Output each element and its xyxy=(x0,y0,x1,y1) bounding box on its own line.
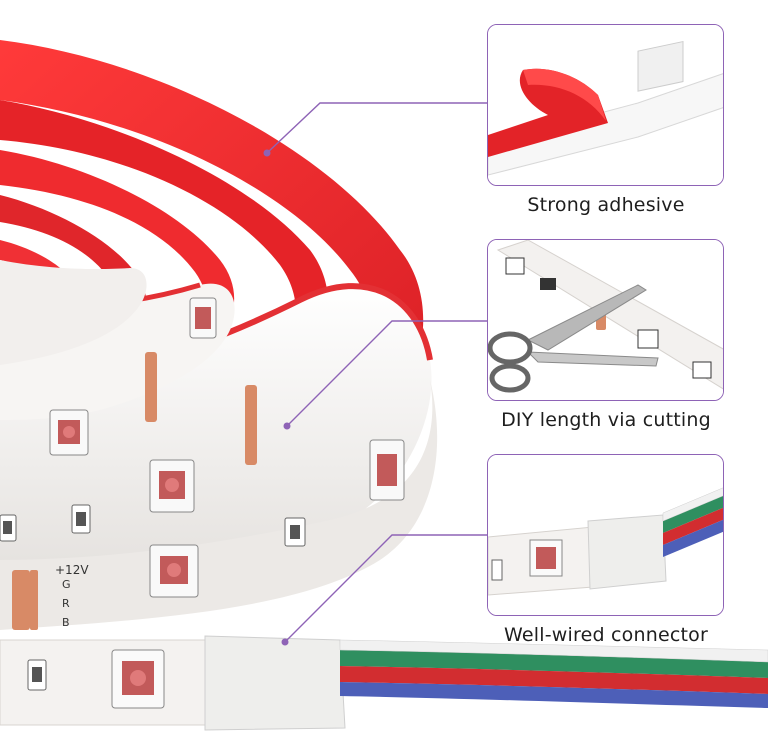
caption-strong-adhesive: Strong adhesive xyxy=(527,194,685,216)
strip-coil-led-side xyxy=(0,260,438,630)
callout-anchor-dots xyxy=(263,149,291,646)
caption-well-wired-connector: Well-wired connector xyxy=(504,624,708,646)
coil-led-chips xyxy=(0,297,405,598)
voltage-label: +12V xyxy=(55,563,89,577)
pin-label-b: B xyxy=(62,616,70,629)
front-strip-with-connector xyxy=(0,635,768,731)
scissors-icon xyxy=(488,284,659,393)
pin-label-r: R xyxy=(62,597,70,610)
strip-cut-pads xyxy=(12,352,257,630)
callout-cutting-image xyxy=(487,239,724,401)
callout-leader-lines xyxy=(266,102,487,643)
wire-connector-illustration xyxy=(488,455,723,615)
scissors-cut-illustration xyxy=(488,240,723,400)
caption-diy-length: DIY length via cutting xyxy=(501,409,711,431)
pin-label-g: G xyxy=(62,578,71,591)
callout-adhesive-image xyxy=(487,24,724,186)
callout-connector-image xyxy=(487,454,724,616)
adhesive-peel-illustration xyxy=(488,25,723,185)
